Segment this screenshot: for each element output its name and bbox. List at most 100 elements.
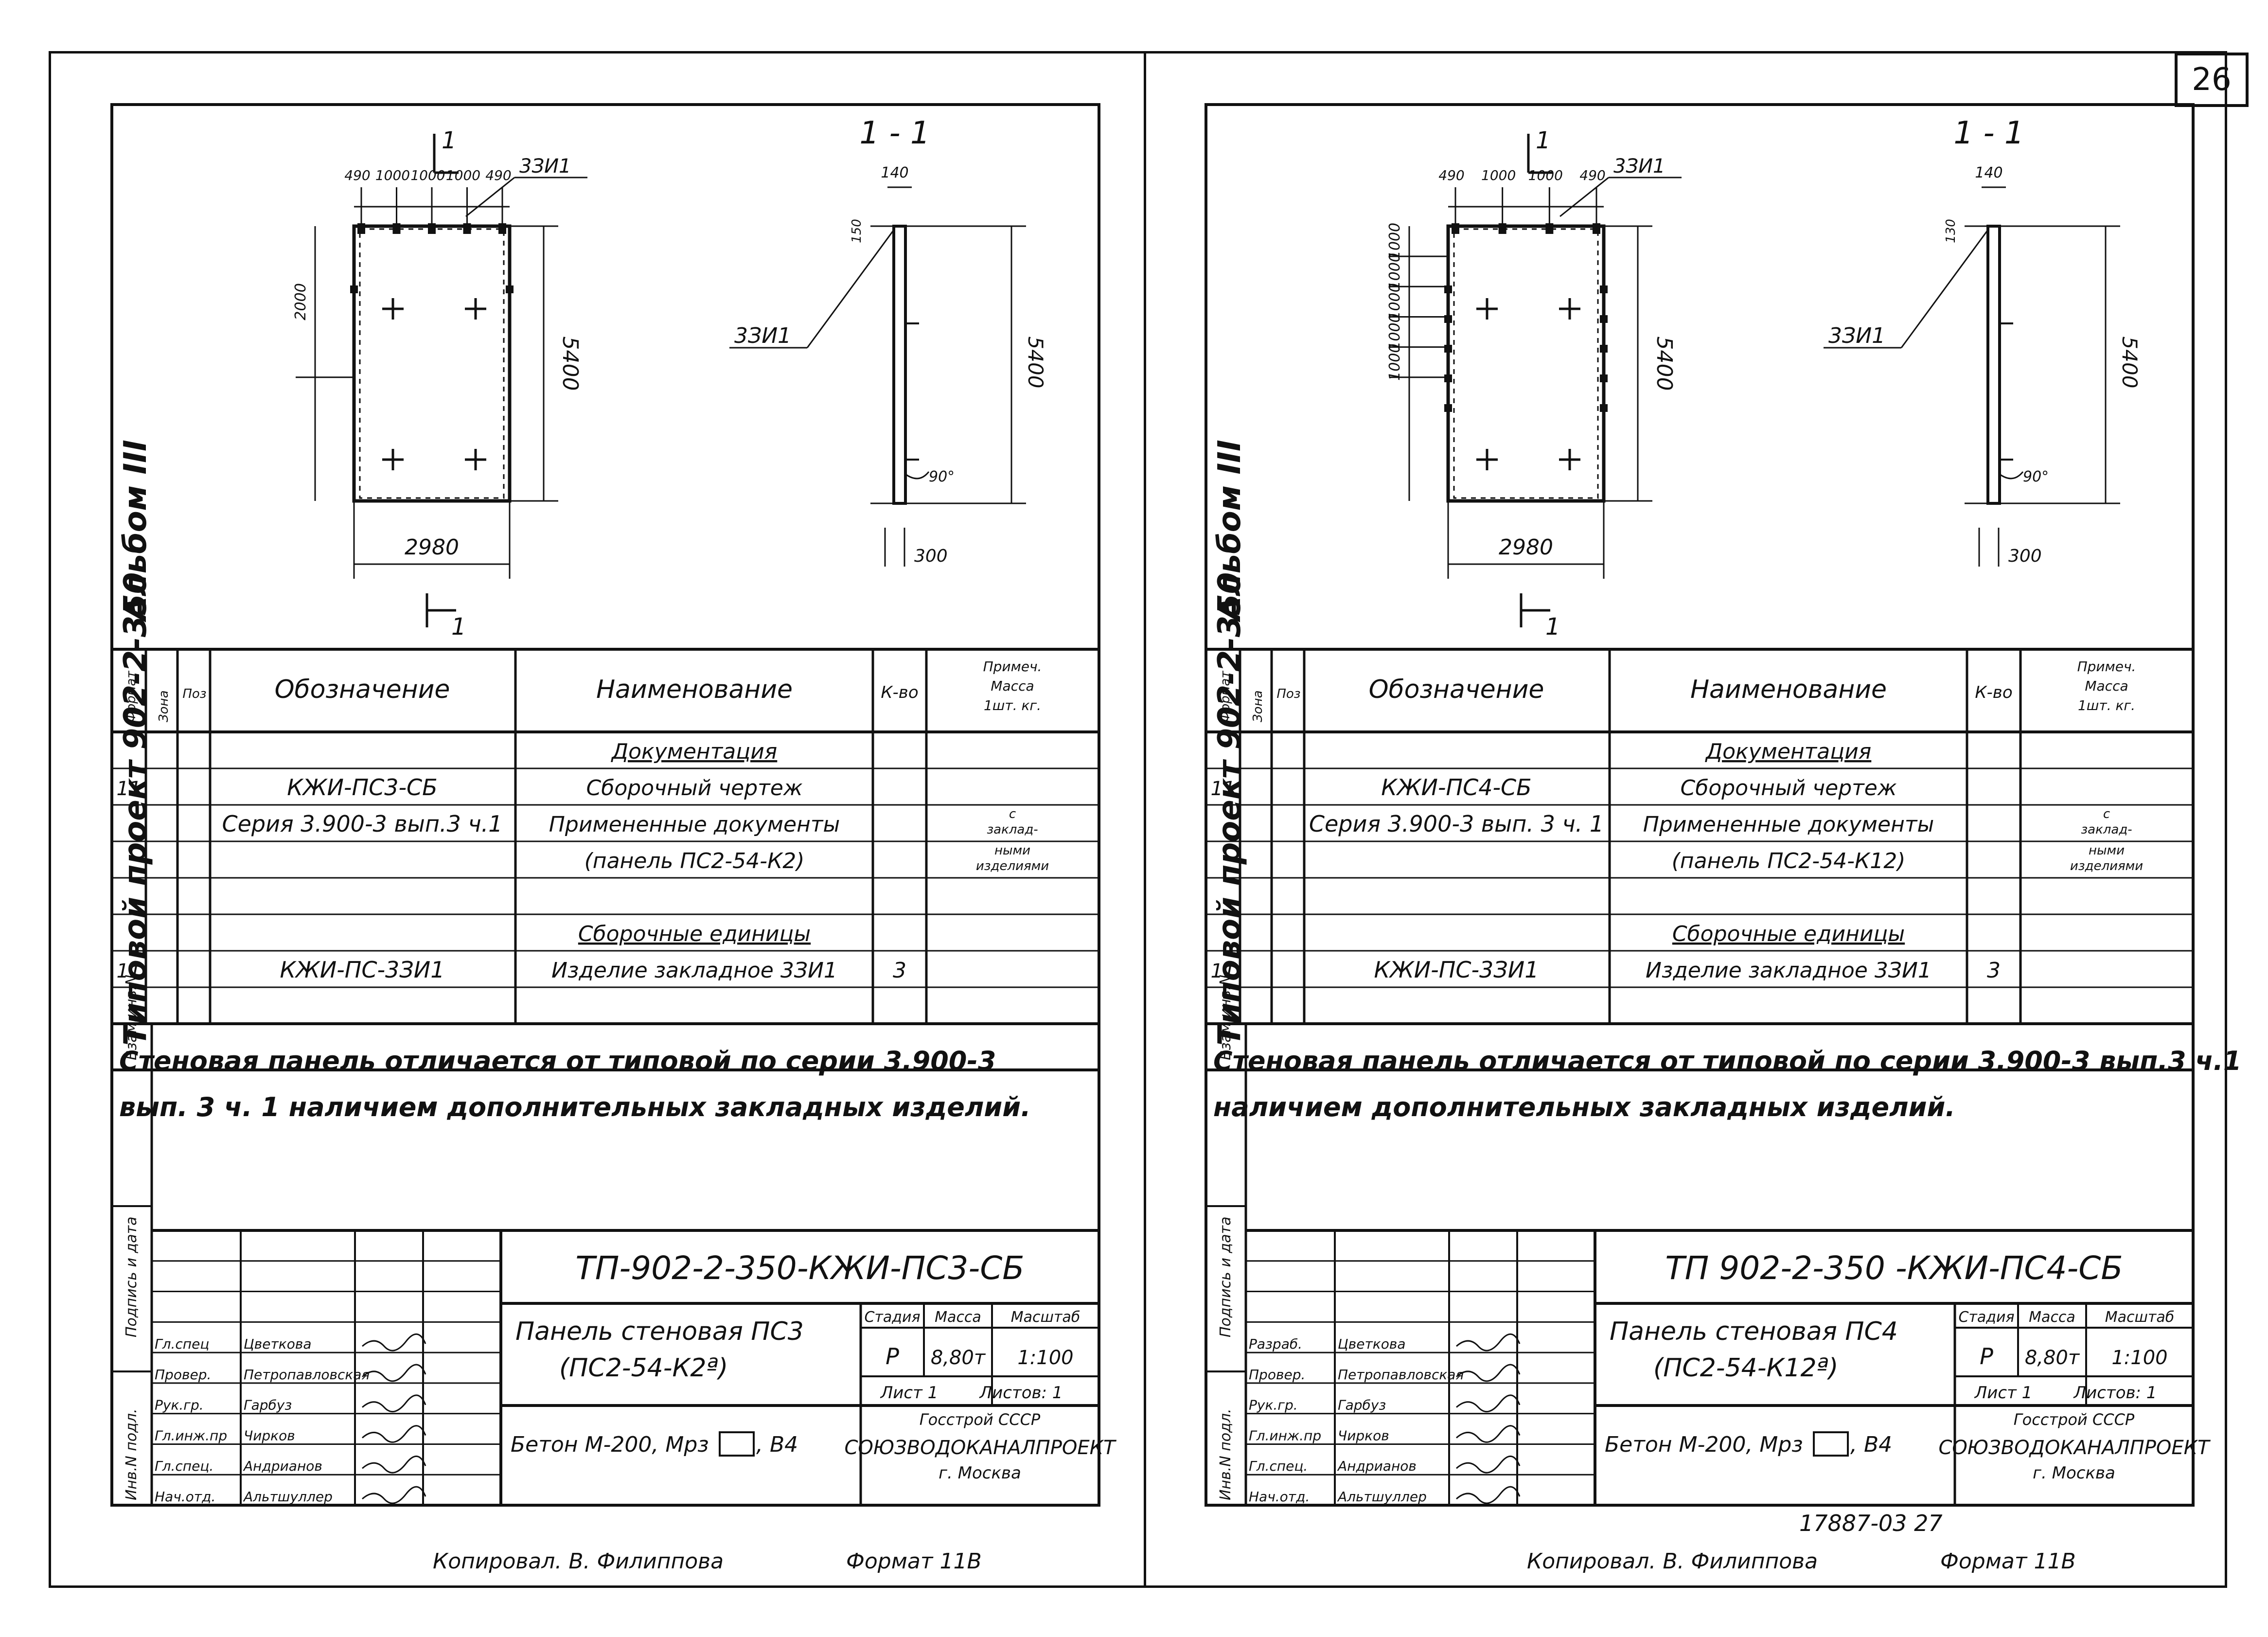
embedded-item xyxy=(1452,223,1459,234)
leader xyxy=(806,228,896,348)
cell-name: (панель ПС2-54-К2) xyxy=(585,849,805,873)
embedded-item xyxy=(1600,345,1608,353)
tb-mass-label: Масса xyxy=(2029,1309,2075,1326)
tb-scale-label: Масштаб xyxy=(1011,1309,1081,1326)
embedded-item xyxy=(1444,374,1452,382)
th-zone: Зона xyxy=(157,690,171,722)
signature xyxy=(362,1394,426,1413)
cell-name: Примененные документы xyxy=(1643,812,1934,837)
tb-person-name: Цветкова xyxy=(1338,1336,1405,1352)
signature xyxy=(362,1486,426,1504)
cell-designation: Серия 3.900-3 вып.3 ч.1 xyxy=(222,811,502,837)
tb-org-1: Госстрой СССР xyxy=(2014,1410,2135,1429)
tb-person-role: Нач.отд. xyxy=(1249,1489,1310,1505)
dim-top-value: 1000 xyxy=(1481,167,1516,183)
tb-material: Бетон М-200, Мрз xyxy=(1605,1432,1803,1457)
cell-qty: 3 xyxy=(893,958,906,983)
cell-name: Сборочный чертеж xyxy=(586,776,802,801)
tb-person-role: Разраб. xyxy=(1249,1336,1302,1352)
tb-sheet: Лист 1 xyxy=(880,1383,939,1403)
tb-sheet: Лист 1 xyxy=(1974,1383,2033,1403)
tb-frost-box xyxy=(1813,1431,1849,1457)
note-line: наличием дополнительных закладных издели… xyxy=(1213,1092,1955,1122)
cell-name: (панель ПС2-54-К12) xyxy=(1672,849,1906,873)
leader xyxy=(1900,228,1990,348)
tb-person-role: Гл.спец xyxy=(155,1336,209,1352)
tb-org-2: СОЮЗВОДОКАНАЛПРОЕКТ xyxy=(845,1437,1117,1459)
tb-person-name: Петропавловская xyxy=(1338,1367,1464,1383)
th-name: Наименование xyxy=(596,675,793,704)
section-title: 1 - 1 xyxy=(1953,115,2024,151)
tb-person-name: Альтшуллер xyxy=(243,1489,333,1505)
tb-person-name: Чирков xyxy=(244,1427,295,1443)
section-mark-label: 1 xyxy=(1536,127,1551,154)
format-note: Формат 11В xyxy=(846,1549,982,1574)
dim-top-value: 1000 xyxy=(446,167,480,183)
th-note: Примеч. xyxy=(2077,658,2136,675)
embedded-item xyxy=(506,285,514,293)
note-line: Стеновая панель отличается от типовой по… xyxy=(119,1046,996,1076)
embedded-item xyxy=(1600,285,1608,293)
tb-person-role: Нач.отд. xyxy=(155,1489,215,1505)
th-note: Масса xyxy=(991,678,1034,694)
tb-person-name: Гарбуз xyxy=(1338,1397,1386,1413)
stamp-inv: Инв.N подл. xyxy=(123,1408,140,1500)
cell-note: ными xyxy=(994,843,1030,858)
tb-person-role: Гл.инж.пр xyxy=(1249,1427,1321,1443)
album-label: Альбом III xyxy=(1212,440,1248,623)
tb-mass: 8,80т xyxy=(931,1347,986,1369)
tb-org-3: г. Москва xyxy=(2033,1463,2115,1483)
embedded-item xyxy=(1545,223,1554,234)
th-note: 1шт. кг. xyxy=(984,697,1041,713)
dim-height: 5400 xyxy=(558,337,583,391)
th-format: Формат xyxy=(1218,671,1233,722)
cell-designation: КЖИ-ПС3-СБ xyxy=(287,774,437,801)
embedded-item xyxy=(1600,374,1608,382)
tb-person-name: Чирков xyxy=(1338,1427,1389,1443)
tb-person-role: Гл.инж.пр xyxy=(155,1427,227,1443)
embedded-item xyxy=(1498,223,1506,234)
dim-left-value: 1000 xyxy=(1386,253,1403,290)
cell-designation: Серия 3.900-3 вып. 3 ч. 1 xyxy=(1309,811,1604,837)
tb-person-name: Петропавловская xyxy=(244,1367,370,1383)
dim-top-value: 490 xyxy=(1579,167,1605,183)
album-label: Альбом III xyxy=(118,440,154,623)
stamp-vzam: Взам.инв.N xyxy=(1217,975,1234,1060)
sec-part-label: 3ЗИ1 xyxy=(734,323,791,348)
tb-material: Бетон М-200, Мрз xyxy=(511,1432,709,1457)
th-zone: Зона xyxy=(1251,690,1265,722)
tb-stage-label: Стадия xyxy=(864,1309,920,1326)
sec-dim-side: 150 xyxy=(850,219,864,243)
tb-person-name: Андрианов xyxy=(243,1458,322,1474)
cell-name: Сборочный чертеж xyxy=(1680,776,1896,801)
signature xyxy=(362,1364,426,1382)
embedded-item xyxy=(357,223,365,234)
signature xyxy=(362,1455,426,1474)
signature xyxy=(362,1333,426,1352)
cell-designation: КЖИ-ПС-3ЗИ1 xyxy=(1374,957,1539,983)
embedded-item xyxy=(392,223,401,234)
cell-qty: 3 xyxy=(1987,958,2001,983)
dim-height: 5400 xyxy=(1652,337,1677,391)
dim-top-value: 1000 xyxy=(375,167,410,183)
sec-dim-top: 140 xyxy=(1975,164,2002,181)
signature xyxy=(1456,1425,1521,1443)
panel-outline xyxy=(1446,224,1606,503)
project-label: Типовой проект 902-2-350 xyxy=(118,572,154,1046)
tb-scale: 1:100 xyxy=(1017,1347,1073,1369)
cell-name: Документация xyxy=(611,739,778,764)
signature xyxy=(1456,1333,1521,1352)
dim-left-value: 1000 xyxy=(1386,313,1403,350)
stamp-podpis: Подпись и дата xyxy=(123,1217,140,1338)
tb-frost-box xyxy=(719,1431,755,1457)
part-label: 3ЗИ1 xyxy=(519,155,571,178)
cell-format: 11 xyxy=(1211,778,1236,800)
dim-left-value: 2000 xyxy=(292,283,309,320)
dim-top-value: 1000 xyxy=(1528,167,1563,183)
tb-mass: 8,80т xyxy=(2025,1347,2080,1369)
th-designation: Обозначение xyxy=(1369,675,1544,704)
embedded-item xyxy=(350,285,358,293)
dim-left-value: 1000 xyxy=(1386,283,1403,320)
tb-person-role: Провер. xyxy=(155,1367,211,1383)
